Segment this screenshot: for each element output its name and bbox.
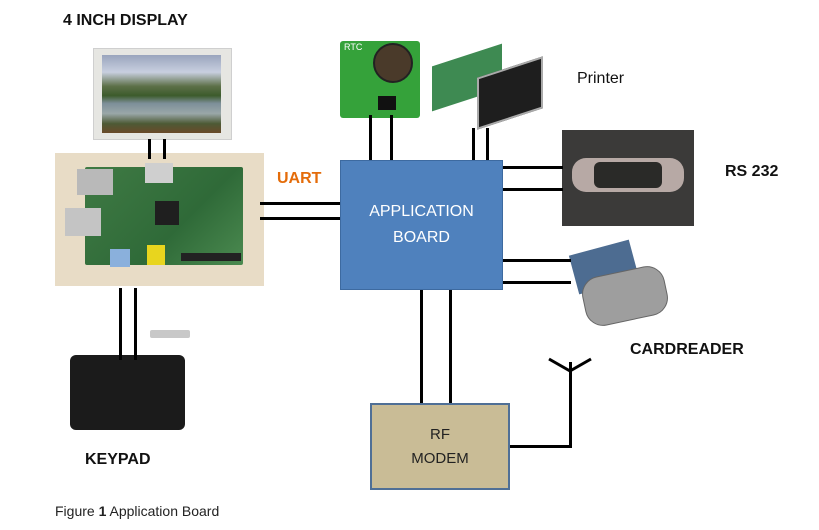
figure-caption: Figure 1 Application Board bbox=[55, 503, 219, 519]
rf-modem-line2: MODEM bbox=[411, 449, 469, 467]
coin-battery bbox=[373, 43, 413, 83]
printer-label: Printer bbox=[577, 70, 625, 87]
display-label: 4 INCH DISPLAY bbox=[63, 12, 188, 29]
wire-card-2 bbox=[503, 281, 571, 284]
usb-cable bbox=[150, 330, 190, 338]
rs232-connector-image bbox=[562, 130, 694, 226]
application-board-block: APPLICATION BOARD bbox=[340, 160, 503, 290]
application-board-line2: BOARD bbox=[393, 229, 450, 246]
audio-jack bbox=[110, 249, 130, 267]
video-jack bbox=[147, 245, 165, 265]
wire-display-1 bbox=[148, 139, 151, 159]
gpio-header bbox=[181, 253, 241, 261]
wire-uart-2 bbox=[260, 217, 340, 220]
keypad-image bbox=[70, 355, 185, 430]
display-screen bbox=[102, 55, 221, 133]
antenna-mast bbox=[569, 362, 572, 448]
rf-modem-line1: RF bbox=[430, 425, 450, 443]
wire-rs232-2 bbox=[503, 188, 563, 191]
db9-face bbox=[594, 162, 662, 188]
hdmi-port bbox=[145, 163, 173, 183]
antenna-icon bbox=[548, 357, 592, 373]
wire-rtc-1 bbox=[369, 115, 372, 160]
wire-keypad-2 bbox=[134, 288, 137, 360]
display-image bbox=[93, 48, 232, 140]
wire-printer-1 bbox=[472, 128, 475, 160]
rtc-chip bbox=[378, 96, 396, 110]
controller-board-image bbox=[55, 153, 264, 286]
wire-rf-1 bbox=[420, 290, 423, 403]
caption-number: 1 bbox=[98, 503, 107, 519]
cpu-chip bbox=[155, 201, 179, 225]
wire-keypad-1 bbox=[119, 288, 122, 360]
card-reader-label: CARDREADER bbox=[630, 341, 744, 358]
rf-modem-block: RF MODEM bbox=[370, 403, 510, 490]
wire-rs232-1 bbox=[503, 166, 563, 169]
keypad-label: KEYPAD bbox=[85, 451, 151, 468]
rs232-label: RS 232 bbox=[725, 163, 779, 180]
caption-prefix: Figure bbox=[55, 503, 95, 519]
card-reader-image bbox=[568, 239, 680, 330]
wire-card-1 bbox=[503, 259, 571, 262]
uart-label: UART bbox=[277, 170, 322, 187]
caption-text: Application Board bbox=[109, 503, 220, 519]
rtc-title: RTC bbox=[344, 42, 363, 52]
usb-port bbox=[65, 208, 101, 236]
wire-uart-1 bbox=[260, 202, 340, 205]
application-board-line1: APPLICATION bbox=[369, 203, 474, 220]
wire-printer-2 bbox=[486, 128, 489, 160]
rtc-module-image: RTC bbox=[340, 41, 420, 118]
wire-rtc-2 bbox=[390, 115, 393, 160]
wire-antenna-horizontal bbox=[510, 445, 572, 448]
wire-display-2 bbox=[163, 139, 166, 159]
wire-rf-2 bbox=[449, 290, 452, 403]
ethernet-port bbox=[77, 169, 113, 195]
printer-image bbox=[432, 43, 547, 130]
